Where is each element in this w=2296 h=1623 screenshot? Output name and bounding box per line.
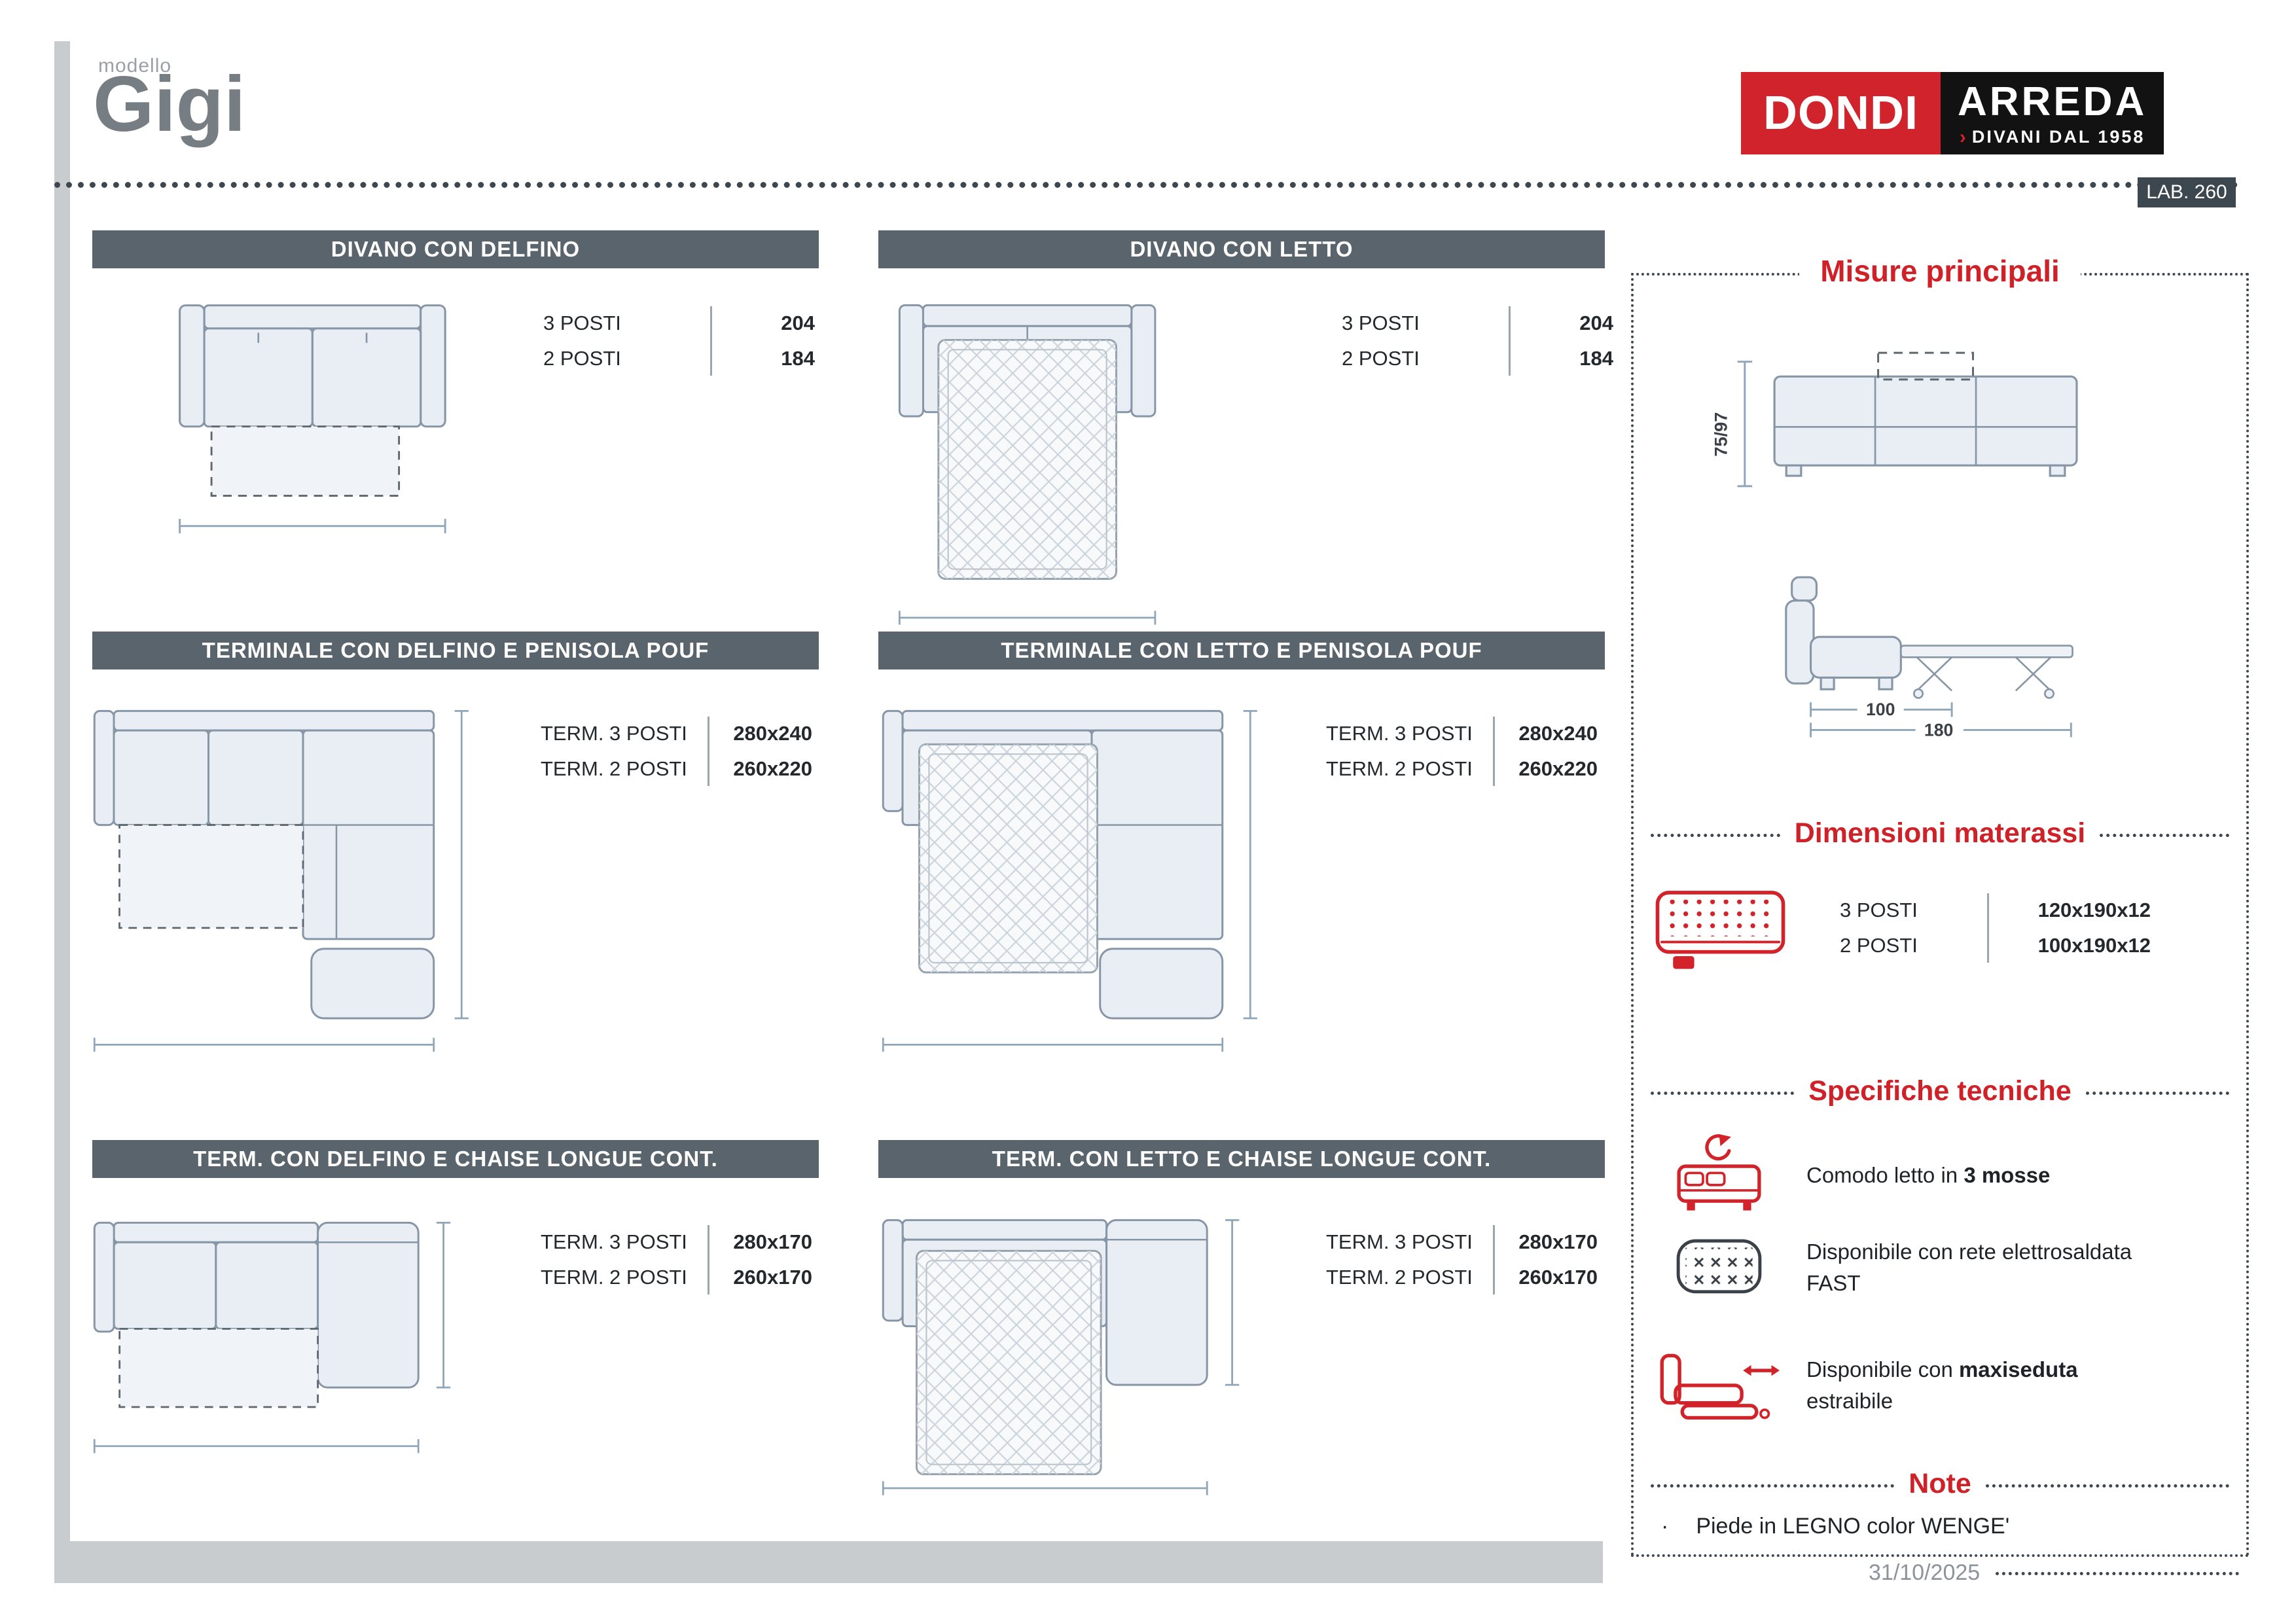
spec-value: 120x190x12 — [2037, 898, 2151, 921]
feature-letto-3-mosse: Comodo letto in 3 mosse — [1653, 1134, 2227, 1217]
spec-value: 280x170 — [1518, 1230, 1598, 1253]
tagline-text: DIVANI DAL 1958 — [1971, 127, 2145, 147]
diagram-divano-delfino — [179, 304, 446, 533]
spec-label: TERM. 3 POSTI — [541, 722, 687, 745]
diagram-terminale-delfino-pouf — [93, 709, 469, 1052]
note-heading: Note — [1651, 1468, 2229, 1500]
sofa-bed-motion-icon — [1676, 1134, 1761, 1211]
spec-label: TERM. 2 POSTI — [1326, 757, 1473, 780]
depth-closed-label: 100 — [1866, 700, 1895, 719]
spec-value: 280x240 — [1518, 722, 1598, 745]
spec-label: 3 POSTI — [1840, 898, 1918, 921]
brand-logo-dondi: DONDI — [1741, 72, 1941, 154]
spec-divano-delfino: 3 POSTI 2 POSTI 204 184 — [543, 306, 815, 376]
height-range-label: 75/97 — [1712, 412, 1731, 457]
note-bullet: · — [1661, 1514, 1669, 1539]
spec-label: TERM. 3 POSTI — [1326, 722, 1473, 745]
specifiche-heading: Specifiche tecniche — [1651, 1075, 2229, 1107]
left-accent-bar — [54, 41, 70, 1541]
bottom-accent-bar — [54, 1541, 1603, 1583]
note-item: · Piede in LEGNO color WENGE' — [1661, 1514, 2009, 1539]
spec-value: 260x170 — [733, 1266, 812, 1289]
spec-value: 260x220 — [1518, 757, 1598, 780]
spec-value: 260x220 — [733, 757, 812, 780]
date-text: 31/10/2025 — [1869, 1560, 1981, 1585]
depth-open-label: 180 — [1924, 720, 1953, 740]
section-title-divano-delfino: DIVANO CON DELFINO — [92, 230, 819, 268]
brand-logo: DONDI ARREDA › DIVANI DAL 1958 — [1741, 72, 2164, 154]
materassi-row: 3 POSTI 2 POSTI 120x190x12 100x190x12 — [1653, 884, 2227, 972]
brand-logo-arreda-text: ARREDA — [1958, 79, 2147, 124]
model-name: Gigi — [93, 60, 246, 148]
brand-logo-arreda: ARREDA › DIVANI DAL 1958 — [1941, 72, 2164, 154]
diagram-term-letto-chaise — [882, 1219, 1240, 1495]
spec-label: 3 POSTI — [1342, 312, 1420, 334]
spec-label: TERM. 2 POSTI — [541, 757, 687, 780]
spec-terminale-delfino-pouf: TERM. 3 POSTI TERM. 2 POSTI 280x240 260x… — [541, 717, 812, 786]
spec-value: 204 — [1579, 312, 1613, 334]
diagram-divano-letto — [898, 304, 1157, 625]
feature-text: Comodo letto in 3 mosse — [1806, 1163, 2051, 1188]
dotted-leader — [1651, 834, 1780, 837]
diagram-sofa-elevation: 75/97 — [1712, 351, 2078, 488]
dotted-leader — [2100, 834, 2230, 837]
spec-label: 2 POSTI — [1342, 347, 1420, 370]
dotted-leader — [1996, 1572, 2239, 1575]
mattress-icon — [1655, 891, 1785, 969]
spec-value: 280x170 — [733, 1230, 812, 1253]
note-text: Piede in LEGNO color WENGE' — [1696, 1514, 2010, 1539]
spec-divano-letto: 3 POSTI 2 POSTI 204 184 — [1342, 306, 1613, 376]
info-panel: Misure principali 75/97 — [1631, 253, 2249, 1557]
spec-terminale-letto-pouf: TERM. 3 POSTI TERM. 2 POSTI 280x240 260x… — [1326, 717, 1598, 786]
section-title-term-delfino-chaise: TERM. CON DELFINO E CHAISE LONGUE CONT. — [92, 1140, 819, 1178]
spec-value: 100x190x12 — [2037, 933, 2151, 957]
welded-mesh-base-icon — [1676, 1239, 1761, 1294]
dotted-leader — [1651, 1092, 1795, 1095]
diagram-terminale-letto-pouf — [882, 709, 1257, 1052]
section-title-terminale-delfino-pouf: TERMINALE CON DELFINO E PENISOLA POUF — [92, 632, 819, 669]
dotted-leader — [2085, 1092, 2229, 1095]
section-title-terminale-letto-pouf: TERMINALE CON LETTO E PENISOLA POUF — [878, 632, 1605, 669]
spec-value: 204 — [781, 312, 815, 334]
dotted-leader — [1651, 1484, 1895, 1488]
diagram-term-delfino-chaise — [93, 1221, 451, 1454]
diagram-sofa-profile-bed: 100 180 — [1785, 576, 2073, 740]
spec-value: 260x170 — [1518, 1266, 1598, 1289]
spec-label: TERM. 2 POSTI — [541, 1266, 687, 1289]
spec-value: 280x240 — [733, 722, 812, 745]
spec-label: TERM. 2 POSTI — [1326, 1266, 1473, 1289]
date-row: 31/10/2025 — [1869, 1560, 2239, 1586]
header-dotted-divider — [54, 182, 2238, 188]
section-title-divano-letto: DIVANO CON LETTO — [878, 230, 1605, 268]
dotted-leader — [1985, 1484, 2229, 1488]
spec-materassi: 3 POSTI 2 POSTI 120x190x12 100x190x12 — [1840, 893, 2151, 963]
spec-value: 184 — [781, 347, 815, 370]
materassi-heading: Dimensioni materassi — [1651, 817, 2230, 849]
section-title-term-letto-chaise: TERM. CON LETTO E CHAISE LONGUE CONT. — [878, 1140, 1605, 1178]
spec-label: TERM. 3 POSTI — [541, 1230, 687, 1253]
spec-value: 184 — [1579, 347, 1613, 370]
spec-label: TERM. 3 POSTI — [1326, 1230, 1473, 1253]
spec-label: 2 POSTI — [1840, 933, 1918, 957]
extendable-seat-icon — [1660, 1353, 1780, 1420]
spec-term-delfino-chaise: TERM. 3 POSTI TERM. 2 POSTI 280x170 260x… — [541, 1225, 812, 1294]
model-label: modello — [98, 55, 172, 77]
misure-title: Misure principali — [1634, 253, 2246, 289]
lab-badge: LAB. 260 — [2138, 177, 2236, 207]
spec-term-letto-chaise: TERM. 3 POSTI TERM. 2 POSTI 280x170 260x… — [1326, 1225, 1598, 1294]
tagline-arrow-icon: › — [1959, 126, 1968, 148]
spec-label: 3 POSTI — [543, 312, 621, 334]
spec-label: 2 POSTI — [543, 347, 621, 370]
brand-tagline: › DIVANI DAL 1958 — [1960, 126, 2145, 149]
